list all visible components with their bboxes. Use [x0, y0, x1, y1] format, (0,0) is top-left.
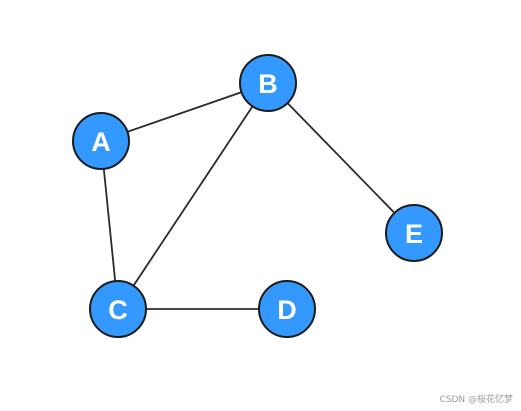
node-circle-b: [239, 54, 297, 112]
node-b: B: [239, 54, 297, 112]
node-label-a: A: [91, 127, 111, 157]
node-label-e: E: [405, 219, 423, 249]
node-circle-e: [385, 204, 443, 262]
edges-layer: [100, 82, 415, 310]
node-circle-a: [72, 112, 130, 170]
edge-b-e: [267, 82, 415, 234]
node-a: A: [72, 112, 130, 170]
node-label-c: C: [108, 295, 128, 325]
edge-b-c: [117, 82, 269, 310]
node-label-b: B: [258, 69, 278, 99]
edge-a-b: [100, 82, 269, 142]
nodes-layer: A B C D E: [72, 54, 443, 338]
node-circle-d: [258, 280, 316, 338]
watermark-text: CSDN @桜花忆梦: [439, 395, 513, 405]
node-label-d: D: [277, 295, 297, 325]
node-c: C: [89, 280, 147, 338]
node-e: E: [385, 204, 443, 262]
node-d: D: [258, 280, 316, 338]
node-circle-c: [89, 280, 147, 338]
